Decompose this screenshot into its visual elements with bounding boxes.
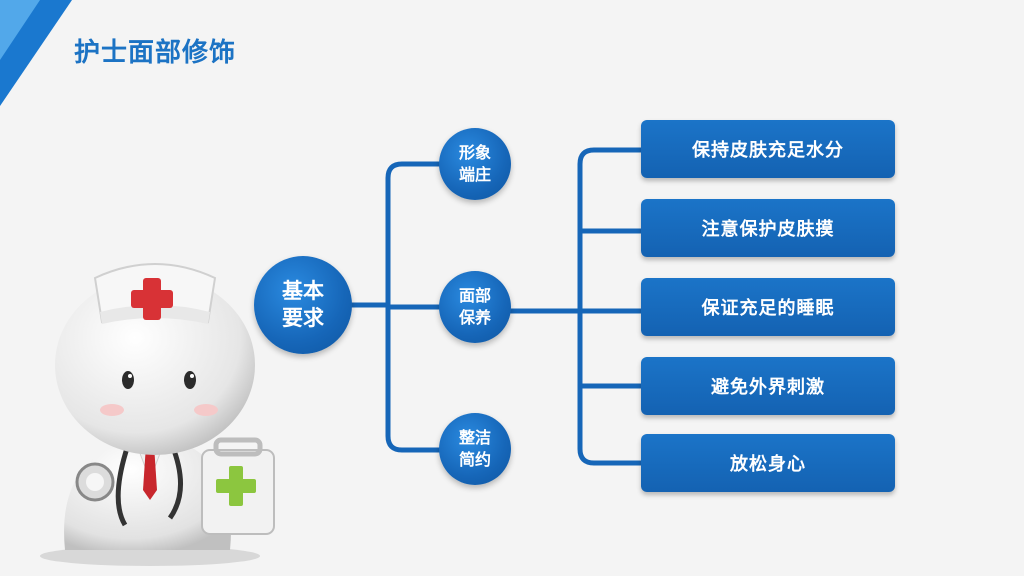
nurse-illustration: [40, 263, 275, 566]
branch-node-face-care: 面部 保养: [439, 271, 511, 343]
root-label-line2: 要求: [282, 306, 324, 330]
corner-decoration: [0, 0, 72, 106]
branch-label-line2: 简约: [458, 450, 491, 469]
branch-label-line1: 面部: [458, 286, 491, 305]
root-node: 基本 要求: [254, 256, 352, 354]
branch-node-neat: 整洁 简约: [439, 413, 511, 485]
detail-box-protect: 注意保护皮肤摸: [641, 199, 895, 257]
branch-node-appearance: 形象 端庄: [439, 128, 511, 200]
page-title: 护士面部修饰: [74, 38, 237, 68]
branch-label-line2: 保养: [458, 308, 491, 327]
detail-box-sleep: 保证充足的睡眠: [641, 278, 895, 336]
branch-label-line1: 形象: [458, 143, 491, 162]
detail-box-moisture: 保持皮肤充足水分: [641, 120, 895, 178]
detail-box-relax: 放松身心: [641, 434, 895, 492]
branch-label-line2: 端庄: [458, 165, 491, 184]
detail-box-avoid: 避免外界刺激: [641, 357, 895, 415]
branch-label-line1: 整洁: [458, 428, 491, 447]
root-label-line1: 基本: [282, 279, 324, 303]
